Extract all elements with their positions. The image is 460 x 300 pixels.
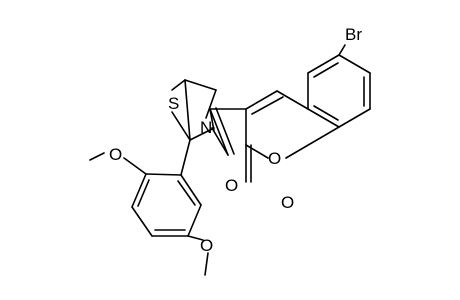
thiazolidine-ring: [171, 79, 217, 141]
atom-label-lactone-ring-oxygen: O: [268, 149, 281, 168]
atom-label-methoxy-oxygen-bottom: O: [200, 236, 213, 255]
coumarin-benzo-ring: [307, 54, 371, 128]
atom-label-sulfur: S: [168, 94, 179, 113]
atom-label-carbonyl-oxygen: O: [225, 176, 238, 195]
methoxy-top: [89, 152, 147, 175]
atom-label-bromine: Br: [345, 25, 362, 44]
atom-label-methoxy-oxygen-top: O: [109, 145, 122, 164]
bond-c-br: [338, 44, 346, 56]
atom-label-nitrogen: N: [200, 118, 212, 137]
coumarin-pyranone-ring: [245, 90, 340, 183]
methoxy-bottom: [187, 235, 209, 276]
dimethoxyphenyl-ring: [131, 139, 202, 237]
amide-group: [209, 107, 247, 156]
atom-label-lactone-carbonyl-oxygen: O: [281, 193, 294, 212]
